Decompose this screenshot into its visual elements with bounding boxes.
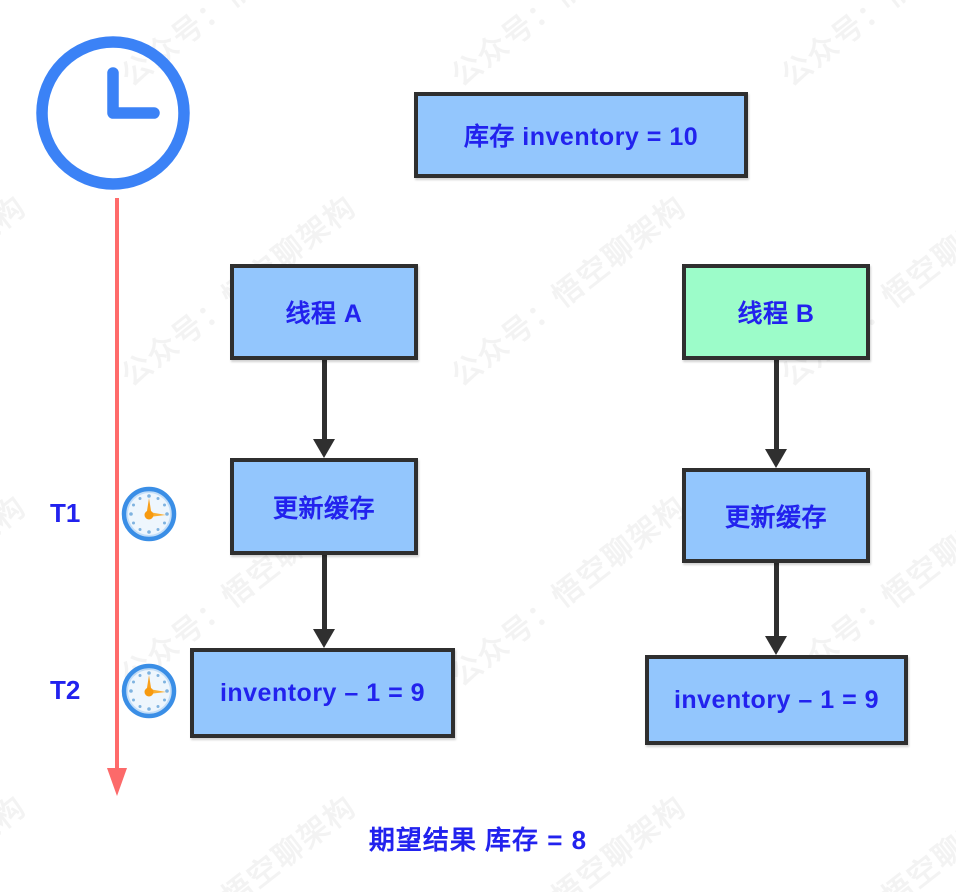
thread-b-title-box: 线程 B	[682, 264, 870, 360]
watermark-text: 公众号：悟空聊架构	[0, 183, 34, 395]
thread-a-arrow-2	[302, 555, 346, 648]
thread-b-step-update-cache: 更新缓存	[682, 468, 870, 563]
shared-inventory-label: 库存 inventory = 10	[463, 123, 699, 151]
timeline-arrow	[107, 198, 127, 814]
arrow-head-icon	[765, 449, 787, 468]
thread-b-step-decrement-label: inventory – 1 = 9	[673, 685, 880, 714]
expected-result-caption: 期望结果 库存 = 8	[368, 825, 588, 855]
timeline-shaft	[115, 198, 119, 776]
timeline-tick-label-t1: T1	[50, 498, 81, 528]
arrow-head-icon	[765, 636, 787, 655]
timeline-tick-label-t2: T2	[50, 675, 81, 705]
arrow-shaft	[773, 360, 779, 449]
watermark-text: 公众号：悟空聊架构	[770, 0, 956, 95]
watermark-text: 公众号：悟空聊架构	[0, 483, 34, 695]
thread-a-step-decrement-label: inventory – 1 = 9	[219, 678, 426, 707]
watermark-text: 公众号：悟空聊架构	[440, 0, 694, 95]
watermark-text: 公众号：悟空聊架构	[440, 183, 694, 395]
thread-a-arrow-1	[302, 360, 346, 458]
down-arrow-icon	[107, 768, 127, 796]
thread-a-title-box: 线程 A	[230, 264, 418, 360]
thread-a-step-update-cache: 更新缓存	[230, 458, 418, 555]
arrow-head-icon	[313, 629, 335, 648]
shared-inventory-box: 库存 inventory = 10	[414, 92, 748, 178]
watermark-text: 公众号：悟空聊架构	[0, 0, 34, 95]
thread-b-step-update-cache-label: 更新缓存	[724, 503, 827, 532]
arrow-shaft	[321, 360, 327, 439]
thread-b-arrow-1	[754, 360, 798, 468]
thread-b-arrow-2	[754, 563, 798, 655]
alarm-clock-icon	[121, 486, 177, 542]
thread-b-step-decrement: inventory – 1 = 9	[645, 655, 908, 745]
thread-a-step-update-cache-label: 更新缓存	[272, 494, 375, 523]
thread-a-title-label: 线程 A	[285, 300, 363, 328]
arrow-shaft	[773, 563, 779, 636]
alarm-clock-icon	[121, 663, 177, 719]
clock-outline-icon	[36, 36, 190, 190]
thread-b-title-label: 线程 B	[737, 300, 815, 328]
arrow-head-icon	[313, 439, 335, 458]
thread-a-step-decrement: inventory – 1 = 9	[190, 648, 455, 738]
arrow-shaft	[321, 555, 327, 629]
